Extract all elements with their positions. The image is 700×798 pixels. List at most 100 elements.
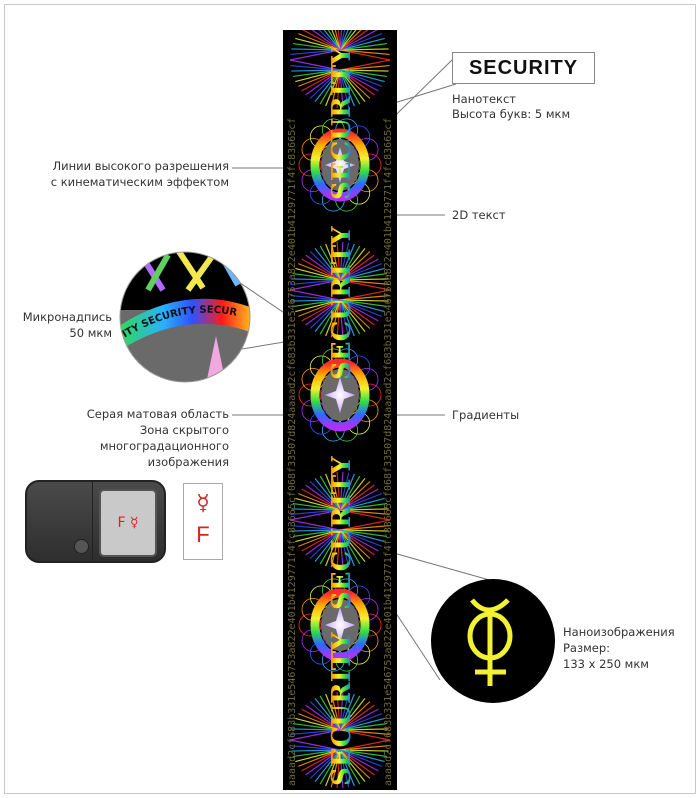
rainbow-fan-line (305, 529, 341, 556)
rainbow-fan-line (314, 698, 341, 731)
rainbow-fan-line (314, 478, 341, 511)
rainbow-fan-line (298, 33, 341, 51)
rainbow-fan-line (339, 279, 390, 286)
hidden-image-card: ☿ F (183, 483, 223, 560)
rainbow-fan-line (339, 739, 391, 751)
nanotext-height-label: Высота букв: 5 мкм (452, 107, 571, 121)
strip-word: SECURITY (327, 226, 357, 380)
gray-area-label-4: изображения (147, 455, 229, 469)
rainbow-fan-line (339, 299, 379, 322)
rainbow-fan-line (339, 33, 382, 51)
rainbow-fan-line (339, 749, 379, 772)
nanoimage-size-value: 133 x 250 мкм (563, 657, 649, 671)
text-2d-label: 2D текст (452, 208, 506, 222)
rainbow-fan-line (291, 749, 341, 752)
microtext-zoom-circle: RITY SECURITY SECUR (119, 251, 251, 383)
rainbow-fan-line (314, 299, 341, 332)
rainbow-fan-line (319, 749, 341, 785)
rainbow-fan-line (339, 69, 361, 105)
rainbow-fan-line (292, 69, 341, 78)
rainbow-fan-line (319, 695, 341, 731)
rainbow-fan-line (339, 263, 382, 281)
rainbow-fan-line (314, 529, 341, 562)
rainbow-fan-line (339, 749, 382, 767)
rainbow-fan-line (339, 749, 344, 788)
rainbow-fan-line (309, 701, 341, 731)
rainbow-fan-line (339, 529, 375, 556)
rainbow-fan-line (295, 299, 341, 313)
rainbow-fan-line (339, 299, 344, 338)
nanoimage-size-label: Размер: (563, 641, 611, 655)
rainbow-fan-line (327, 30, 341, 51)
rainbow-fan-line (295, 497, 341, 511)
rainbow-fan-line (339, 299, 385, 313)
rainbow-fan-line (339, 48, 389, 51)
rainbow-fan-line (339, 243, 355, 281)
rainbow-fan-line (301, 488, 341, 511)
rainbow-fan-line (339, 529, 379, 552)
hires-lines-label-1: Линии высокого разрешения (52, 159, 229, 173)
rainbow-fan-line (301, 69, 341, 92)
rainbow-fan-line (339, 69, 385, 83)
rainbow-fan-line (298, 69, 341, 87)
rainbow-fan-line (295, 69, 341, 83)
rainbow-fan-line (305, 704, 341, 731)
rainbow-fan-line (339, 242, 344, 281)
star-icon (325, 147, 355, 183)
rainbow-fan-line (339, 717, 385, 731)
rainbow-fan-line (292, 749, 341, 758)
rainbow-fan-line (295, 717, 341, 731)
rainbow-fan-line (339, 713, 382, 731)
mercury-icon (467, 598, 513, 686)
rainbow-fan-line (289, 509, 341, 521)
rainbow-fan-line (339, 272, 388, 281)
rainbow-fan-line (330, 299, 341, 338)
rainbow-fan-line (339, 299, 371, 329)
rainbow-fan-line (339, 64, 390, 71)
rainbow-fan-line (339, 472, 344, 511)
rainbow-fan-line (330, 692, 341, 731)
rainbow-fan-line (298, 263, 341, 281)
rainbow-fan-line (309, 69, 341, 99)
rainbow-fan-line (339, 279, 391, 291)
rainbow-fan-line (298, 749, 341, 767)
microtext-label: Микронадпись (22, 310, 112, 324)
rainbow-fan-line (339, 529, 366, 562)
rainbow-fan-line (339, 37, 385, 51)
rainbow-fan-line (339, 59, 391, 71)
strip-word: SECURITY (327, 456, 357, 610)
rainbow-fan-line (301, 749, 341, 772)
rainbow-fan-line (339, 248, 366, 281)
rainbow-fan-line (291, 728, 341, 731)
rainbow-fan-line (339, 69, 375, 96)
rainbow-fan-line (336, 242, 341, 281)
rainbow-fan-line (339, 69, 355, 107)
hex-text-left: aaaad2cf683b331e546753a822e401b4129771f4… (287, 118, 298, 786)
hologram-oval (298, 348, 382, 442)
rainbow-fan-line (339, 509, 390, 516)
rainbow-fan-line (330, 69, 341, 108)
rainbow-fan-line (339, 42, 388, 51)
rainbow-fan-line (339, 722, 388, 731)
rainbow-fan-line (309, 749, 341, 779)
rainbow-fan-line (318, 30, 341, 51)
rainbow-fan-line (319, 245, 341, 281)
rainbow-fan-line (339, 30, 362, 51)
rainbow-fan-line (339, 299, 389, 302)
rainbow-fan-line (339, 701, 371, 731)
rainbow-fan-line (339, 749, 361, 785)
rainbow-fan-line (292, 502, 341, 511)
rainbow-fan-line (295, 529, 341, 543)
rainbow-fan-line (339, 484, 375, 511)
rainbow-fan-line (325, 529, 341, 567)
rainbow-fan-line (339, 245, 361, 281)
verification-device: F ☿ (25, 480, 166, 563)
rainbow-fan-line (325, 693, 341, 731)
rainbow-fan-line (339, 242, 350, 281)
rainbow-fan-line (319, 299, 341, 335)
rainbow-fan-line (295, 749, 341, 763)
rainbow-fan-line (289, 519, 341, 531)
rainbow-fan-line (339, 749, 388, 758)
rainbow-fan-line (314, 248, 341, 281)
rainbow-fan-line (339, 258, 379, 281)
